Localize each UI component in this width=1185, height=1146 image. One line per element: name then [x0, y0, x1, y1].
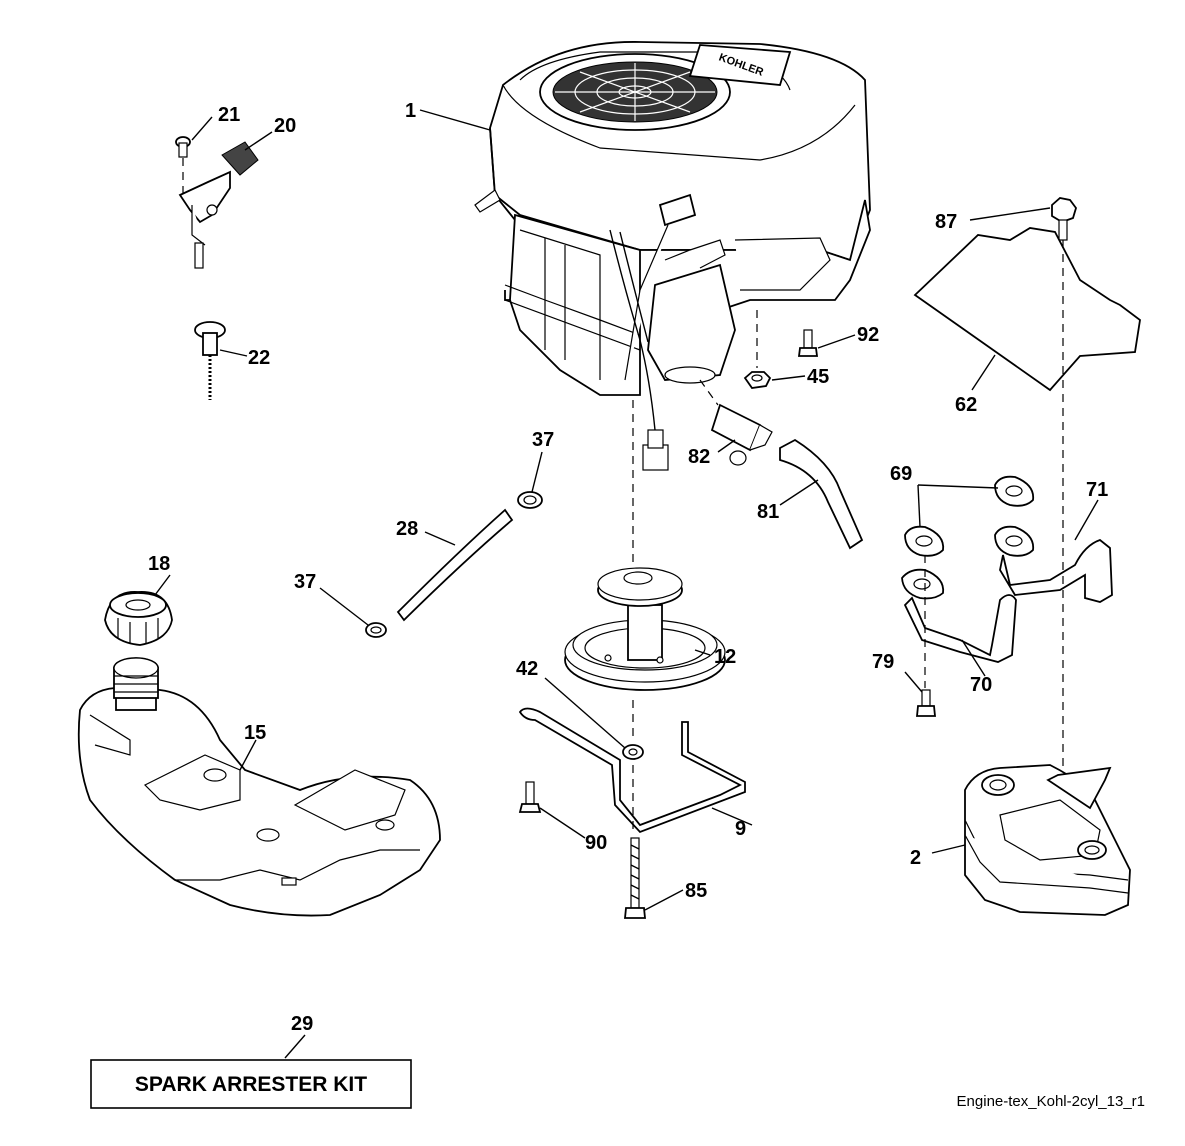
diagram-reference-code: Engine-tex_Kohl-2cyl_13_r1 — [957, 1093, 1145, 1110]
part-9-bracket — [518, 707, 746, 834]
label-87: 87 — [935, 211, 957, 233]
label-12: 12 — [714, 646, 736, 668]
part-45-nut — [743, 371, 772, 389]
label-18: 18 — [148, 553, 170, 575]
label-62: 62 — [955, 394, 977, 416]
spark-arrester-kit-box: SPARK ARRESTER KIT — [90, 1059, 412, 1109]
part-18-fuel-cap — [104, 591, 173, 646]
label-90: 90 — [585, 832, 607, 854]
part-79-screw — [916, 689, 936, 717]
part-85-bolt — [624, 837, 646, 919]
label-28: 28 — [396, 518, 418, 540]
part-20-throttle-control — [178, 141, 259, 269]
part-90-bolt — [518, 781, 542, 813]
part-70-exhaust-pipe — [901, 568, 1017, 663]
label-22: 22 — [248, 347, 270, 369]
label-37-upper: 37 — [532, 429, 554, 451]
part-2-muffler — [964, 764, 1131, 916]
label-79: 79 — [872, 651, 894, 673]
label-20: 20 — [274, 115, 296, 137]
part-81-hose — [779, 438, 864, 550]
part-92-bolt — [797, 329, 819, 357]
part-71-exhaust-pipe — [994, 525, 1113, 603]
leader-lines — [154, 109, 1099, 1059]
part-15-fuel-tank — [77, 657, 441, 917]
label-82: 82 — [688, 446, 710, 468]
label-15: 15 — [244, 722, 266, 744]
label-81: 81 — [757, 501, 779, 523]
part-12-pulley — [564, 567, 726, 691]
part-28-fuel-hose — [396, 508, 514, 622]
label-70: 70 — [970, 674, 992, 696]
part-69-gasket-b — [994, 475, 1035, 507]
label-85: 85 — [685, 880, 707, 902]
alignment-lines — [182, 158, 1064, 835]
label-21: 21 — [218, 104, 240, 126]
label-42: 42 — [516, 658, 538, 680]
label-92: 92 — [857, 324, 879, 346]
label-69: 69 — [890, 463, 912, 485]
part-labels: 1 21 20 22 37 28 37 18 15 12 42 9 90 85 … — [148, 100, 1108, 1035]
label-71: 71 — [1086, 479, 1108, 501]
part-21-screw — [175, 136, 191, 158]
part-42-washer — [622, 744, 644, 760]
label-2: 2 — [910, 847, 921, 869]
engine: KOHLER — [474, 41, 871, 471]
part-87-bolt — [1051, 197, 1077, 241]
label-45: 45 — [807, 366, 829, 388]
label-1: 1 — [405, 100, 416, 122]
part-22-choke-knob — [194, 321, 226, 400]
part-69-gasket-a — [904, 525, 945, 557]
label-29: 29 — [291, 1013, 313, 1035]
part-62-heat-shield — [913, 227, 1141, 392]
part-37-clamp-upper — [517, 491, 543, 509]
label-37-lower: 37 — [294, 571, 316, 593]
spark-arrester-kit-label: SPARK ARRESTER KIT — [135, 1073, 367, 1096]
label-9: 9 — [735, 818, 746, 840]
part-37-clamp-lower — [365, 622, 387, 638]
part-82-fitting — [710, 403, 773, 466]
